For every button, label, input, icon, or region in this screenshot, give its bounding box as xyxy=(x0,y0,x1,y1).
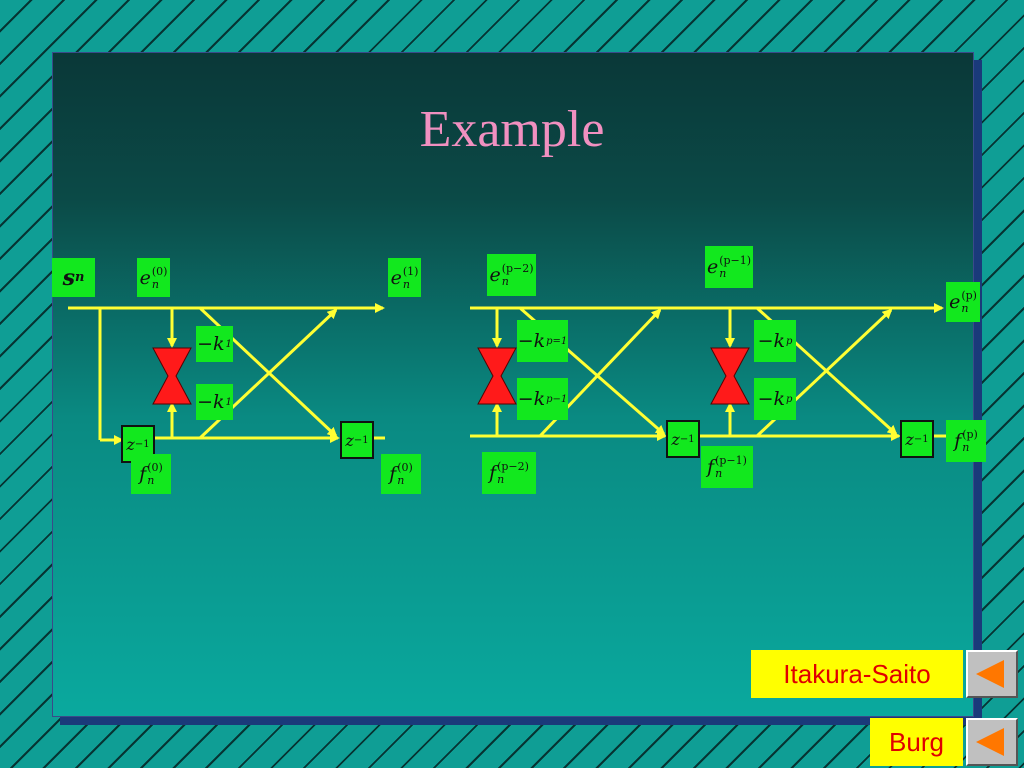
back-arrow-icon xyxy=(976,728,1004,756)
stage1-delay-right: z−1 xyxy=(340,421,374,459)
stage2-delay: z−1 xyxy=(666,420,700,458)
back-arrow-icon xyxy=(976,660,1004,688)
itakura-back-button[interactable] xyxy=(966,650,1018,698)
stage2-e-in-label: e(p−2)n xyxy=(487,254,536,296)
stage3-delay: z−1 xyxy=(900,420,934,458)
burg-back-button[interactable] xyxy=(966,718,1018,766)
stage3-f-out-label: f(p)n xyxy=(946,420,986,462)
stage1-f-out-label: f(0)n xyxy=(381,454,421,494)
stage3-f-in-label: f(p−1)n xyxy=(701,446,753,488)
stage1-multiplier-icon xyxy=(152,347,192,405)
burg-button[interactable]: Burg xyxy=(870,718,963,766)
slide-title: Example xyxy=(419,101,605,158)
stage2-multiplier-icon xyxy=(477,347,517,405)
itakura-saito-button[interactable]: Itakura-Saito xyxy=(751,650,963,698)
stage1-e-out-label: e(1)n xyxy=(388,258,421,297)
itakura-saito-label: Itakura-Saito xyxy=(783,658,931,689)
stage3-e-out-label: e(p)n xyxy=(946,282,980,322)
stage1-e-in-label: e(0)n xyxy=(137,258,170,297)
stage2-f-in-label: f(p−2)n xyxy=(482,452,536,494)
stage3-e-in-label: e(p−1)n xyxy=(705,246,753,288)
burg-label: Burg xyxy=(889,726,944,757)
stage3-multiplier-icon xyxy=(710,347,750,405)
stage1-f-in-label: f(0)n xyxy=(131,454,171,494)
